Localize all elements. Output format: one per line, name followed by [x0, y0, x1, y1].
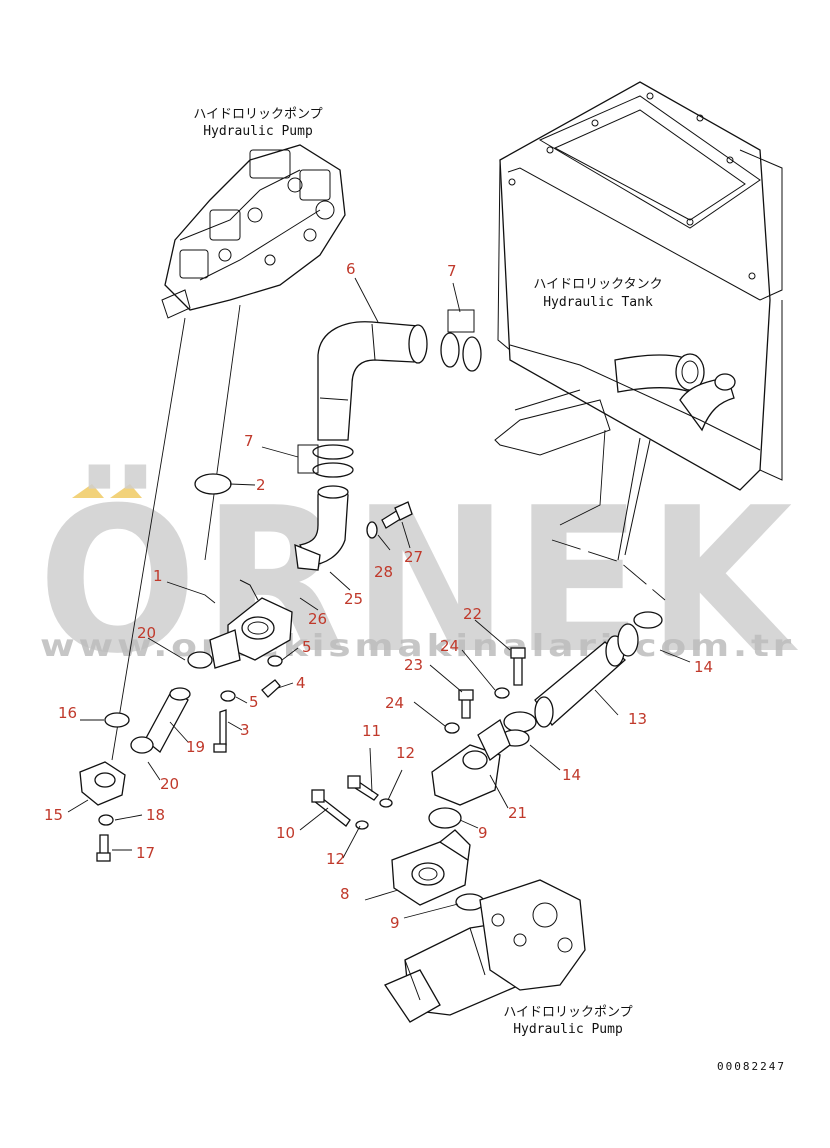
part-16-o-ring — [104, 712, 130, 728]
part-label: 9 — [390, 914, 400, 932]
part-label: 12 — [396, 744, 415, 762]
part-8-flange — [391, 829, 471, 906]
caption-tank-jp: ハイドロリックタンク — [533, 277, 662, 292]
part-label: 2 — [256, 476, 266, 494]
part-label: 9 — [478, 824, 488, 842]
part-labels: 6 7 7 2 27 28 1 25 26 20 5 4 5 3 19 20 1… — [44, 260, 713, 932]
part-label: 6 — [346, 260, 356, 278]
part-label: 14 — [694, 658, 713, 676]
part-label: 27 — [404, 548, 423, 566]
part-label: 1 — [153, 567, 163, 585]
part-label: 18 — [146, 806, 165, 824]
part-label: 10 — [276, 824, 295, 842]
part-17-18-hardware — [96, 814, 114, 862]
hydraulic-tank — [494, 81, 783, 561]
watermark-url: www.ornekismakinalari.com.tr — [40, 629, 795, 664]
part-label: 5 — [302, 638, 312, 656]
part-label: 11 — [362, 722, 381, 740]
parts-10-11-12-hardware — [311, 775, 393, 830]
caption-pump-top-en: Hydraulic Pump — [203, 124, 313, 139]
part-21-adapter — [431, 719, 511, 806]
part-label: 3 — [240, 721, 250, 739]
part-label: 15 — [44, 806, 63, 824]
part-1-flange — [209, 579, 293, 669]
hydraulic-pump-top — [161, 144, 346, 319]
part-label: 4 — [296, 674, 306, 692]
part-label: 23 — [404, 656, 423, 674]
part-label: 7 — [447, 262, 457, 280]
parts-3-4-5-hardware — [213, 655, 283, 753]
part-6-hose — [317, 321, 428, 441]
caption-pump-bottom-en: Hydraulic Pump — [513, 1022, 623, 1037]
part-label: 24 — [440, 637, 459, 655]
part-label: 19 — [186, 738, 205, 756]
part-label: 28 — [374, 563, 393, 581]
part-label: 17 — [136, 844, 155, 862]
part-label: 5 — [249, 693, 259, 711]
part-label: 20 — [160, 775, 179, 793]
part-label: 22 — [463, 605, 482, 623]
part-label: 7 — [244, 432, 254, 450]
part-9-o-ring-upper — [428, 807, 462, 829]
part-7-clamps — [297, 309, 482, 478]
part-15-flange — [79, 761, 126, 806]
watermark: ÖRNEK www.ornekismakinalari.com.tr — [38, 464, 799, 698]
hydraulic-pump-bottom — [384, 879, 586, 1023]
document-number: 00082247 — [717, 1060, 786, 1073]
part-label: 26 — [308, 610, 327, 628]
part-label: 20 — [137, 624, 156, 642]
caption-tank-en: Hydraulic Tank — [543, 295, 653, 310]
part-label: 8 — [340, 885, 350, 903]
part-label: 24 — [385, 694, 404, 712]
watermark-accent-right — [110, 484, 142, 498]
part-19-hose — [130, 651, 213, 754]
part-label: 16 — [58, 704, 77, 722]
caption-pump-bottom-jp: ハイドロリックポンプ — [503, 1005, 632, 1020]
part-label: 13 — [628, 710, 647, 728]
watermark-brand: ÖRNEK — [38, 464, 799, 698]
parts-22-23-24-hardware — [444, 647, 526, 734]
watermark-accent-left — [72, 484, 104, 498]
leader-lines — [67, 277, 691, 919]
part-label: 12 — [326, 850, 345, 868]
caption-pump-top-jp: ハイドロリックポンプ — [193, 107, 322, 122]
part-label: 14 — [562, 766, 581, 784]
part-27-bolt — [366, 501, 413, 539]
part-label: 25 — [344, 590, 363, 608]
part-26-elbow — [294, 485, 349, 571]
part-2-o-ring — [194, 473, 232, 495]
part-label: 21 — [508, 804, 527, 822]
